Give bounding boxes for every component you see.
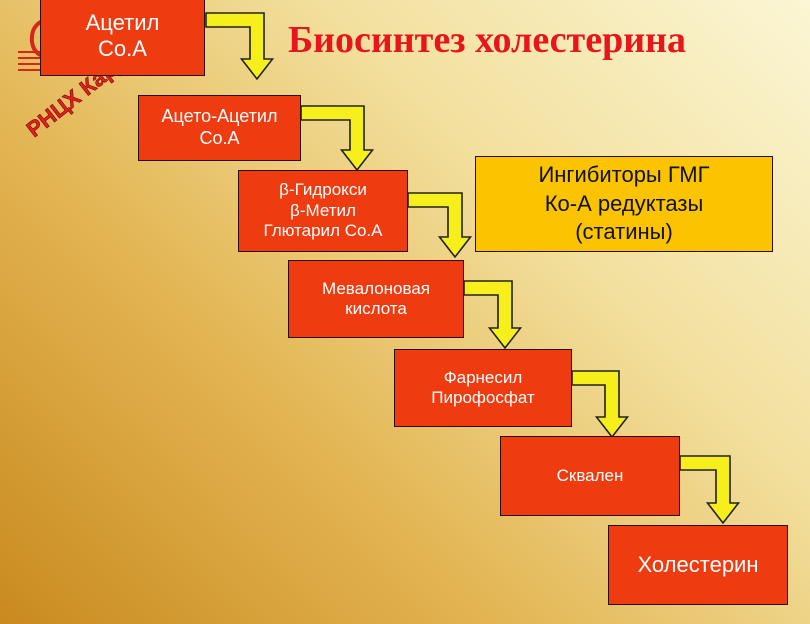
step-hmg-coa: β-Гидрокси β-Метил Глютарил Co.A	[238, 170, 408, 252]
step-mevalonic-acid: Мевалоновая кислота	[288, 260, 464, 338]
step-line: Ацето-Ацетил	[161, 106, 278, 127]
step-line: Co.A	[98, 36, 147, 61]
step-line: β-Метил	[290, 200, 356, 220]
step-acetyl-coa: Ацетил Co.A	[40, 0, 205, 76]
step-line: Мевалоновая	[321, 278, 430, 298]
flow-arrow	[300, 105, 375, 172]
step-line: Фарнесил	[443, 367, 523, 387]
inhibitor-box: Ингибиторы ГМГ Ко-А редуктазы (статины)	[475, 156, 773, 252]
step-line: Ацетил	[85, 9, 160, 35]
inhibitor-line: (статины)	[575, 219, 673, 245]
step-line: Холестерин	[637, 551, 759, 577]
flow-arrow	[407, 192, 473, 259]
page-title: Биосинтез холестерина	[288, 19, 686, 61]
step-squalene: Сквален	[500, 436, 680, 516]
flow-arrow	[571, 370, 630, 439]
flow-arrow	[205, 12, 275, 81]
step-acetoacetyl-coa: Ацето-Ацетил Co.A	[138, 95, 301, 161]
flow-arrow	[679, 455, 741, 525]
step-line: Глютарил Co.A	[263, 221, 383, 241]
flow-arrow	[463, 280, 523, 350]
step-line: Пирофосфат	[431, 388, 535, 407]
inhibitor-line: Ко-А редуктазы	[544, 190, 704, 216]
step-line: Co.A	[199, 128, 240, 148]
inhibitor-line: Ингибиторы ГМГ	[538, 162, 710, 188]
step-line: кислота	[345, 299, 407, 318]
step-farnesyl-pyrophosphate: Фарнесил Пирофосфат	[394, 349, 572, 427]
step-line: β-Гидрокси	[279, 180, 367, 200]
step-line: Сквален	[556, 465, 624, 485]
step-cholesterol: Холестерин	[608, 525, 788, 605]
